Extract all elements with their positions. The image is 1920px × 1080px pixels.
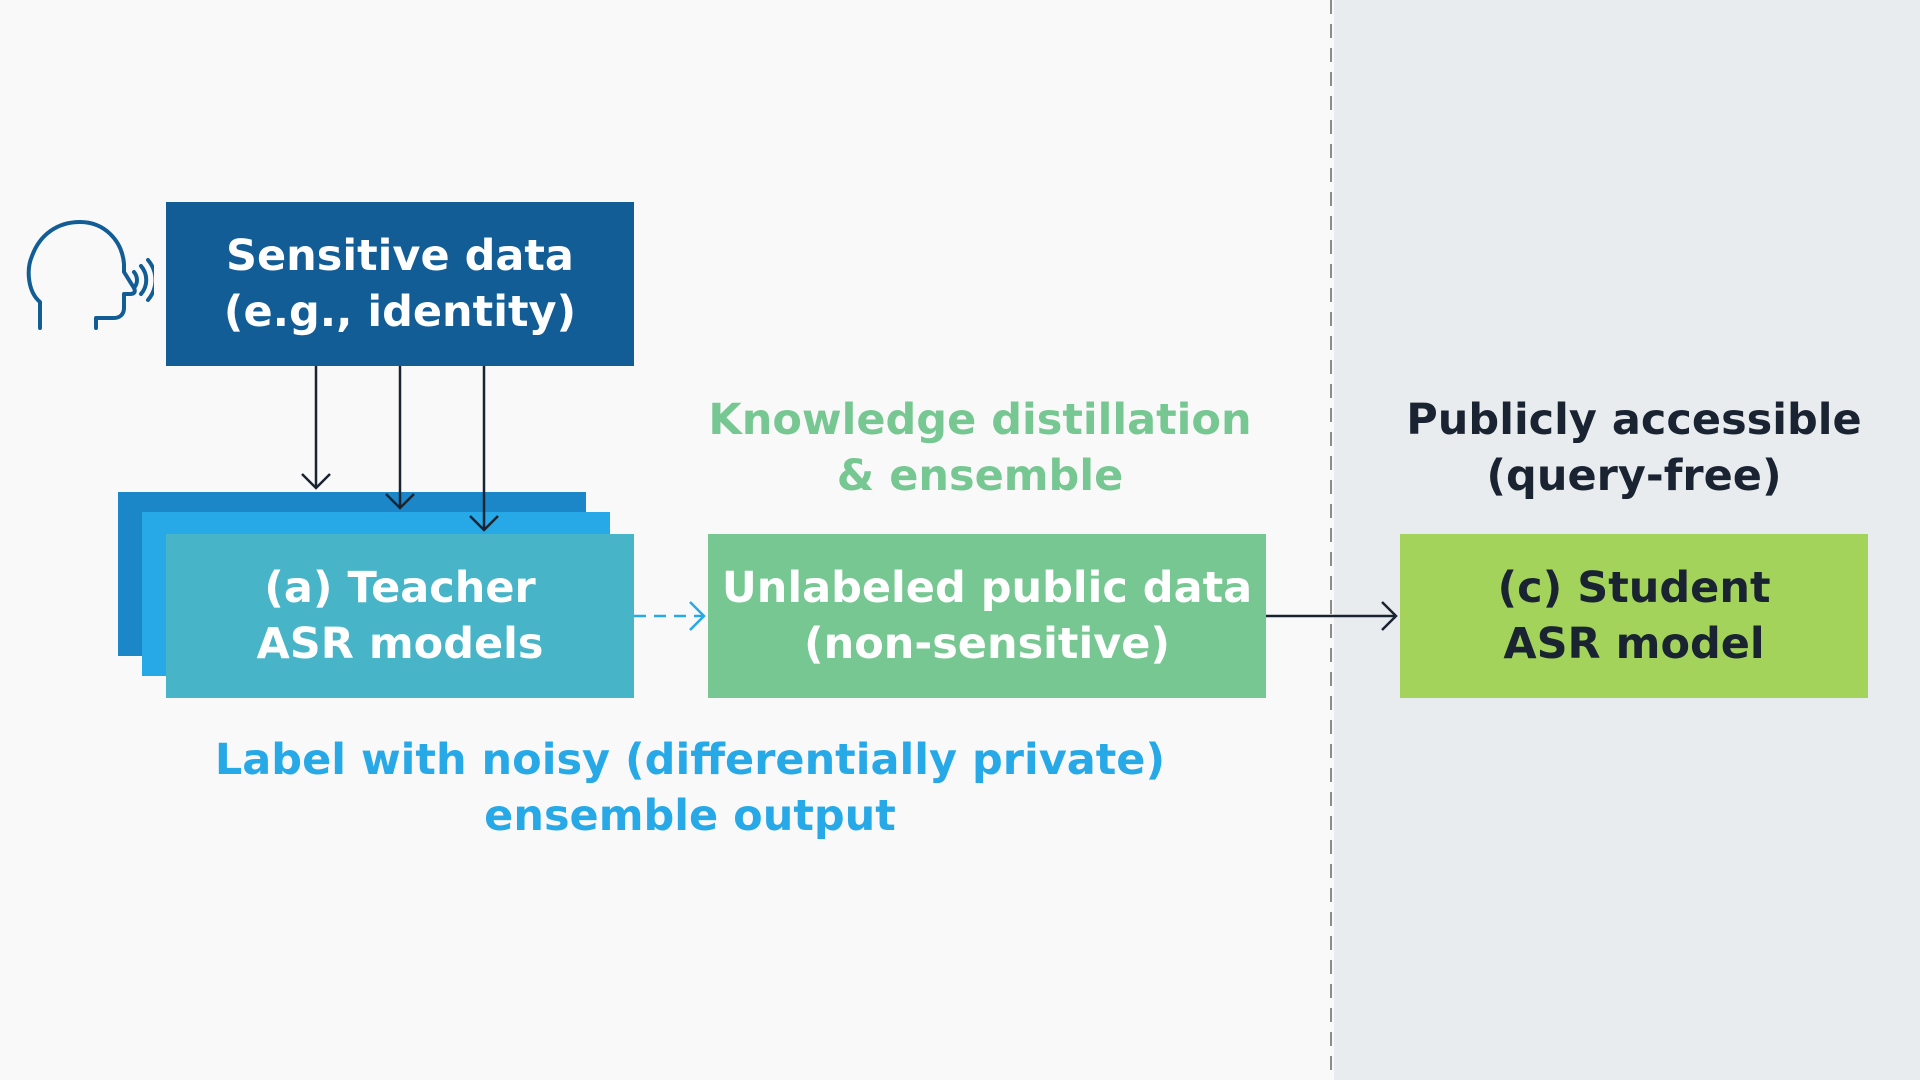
unlabeled-public-data-box: Unlabeled public data (non-sensitive) — [708, 534, 1266, 698]
knowledge-distillation-caption: Knowledge distillation & ensemble — [690, 392, 1270, 504]
sensitive-data-box: Sensitive data (e.g., identity) — [166, 202, 634, 366]
student-subtitle: ASR model — [1503, 619, 1765, 669]
teacher-subtitle: ASR models — [256, 619, 544, 669]
publicly-accessible-caption: Publicly accessible (query-free) — [1390, 392, 1878, 504]
student-model-box: (c) Student ASR model — [1400, 534, 1868, 698]
distillation-line-2: & ensemble — [836, 451, 1124, 501]
public-access-line-2: (query-free) — [1486, 451, 1782, 501]
speaking-head-icon — [26, 220, 154, 330]
region-divider — [1330, 0, 1334, 1080]
sound-wave-3 — [146, 258, 154, 302]
public-access-line-1: Publicly accessible — [1406, 395, 1862, 445]
sensitive-data-title: Sensitive data — [226, 231, 574, 281]
sound-wave-2 — [139, 264, 149, 296]
head-outline — [26, 220, 137, 330]
label-output-line-2: ensemble output — [484, 791, 896, 841]
teacher-models-box: (a) Teacher ASR models — [166, 534, 634, 698]
public-data-title: Unlabeled public data — [721, 563, 1253, 613]
distillation-line-1: Knowledge distillation — [708, 395, 1252, 445]
public-data-subtitle: (non-sensitive) — [803, 619, 1171, 669]
student-title: (c) Student — [1497, 563, 1771, 613]
label-output-line-1: Label with noisy (differentially private… — [214, 735, 1166, 785]
label-noisy-output-caption: Label with noisy (differentially private… — [190, 732, 1190, 844]
teacher-title: (a) Teacher — [264, 563, 536, 613]
sound-wave-1 — [132, 270, 139, 290]
sensitive-data-example: (e.g., identity) — [223, 287, 577, 337]
